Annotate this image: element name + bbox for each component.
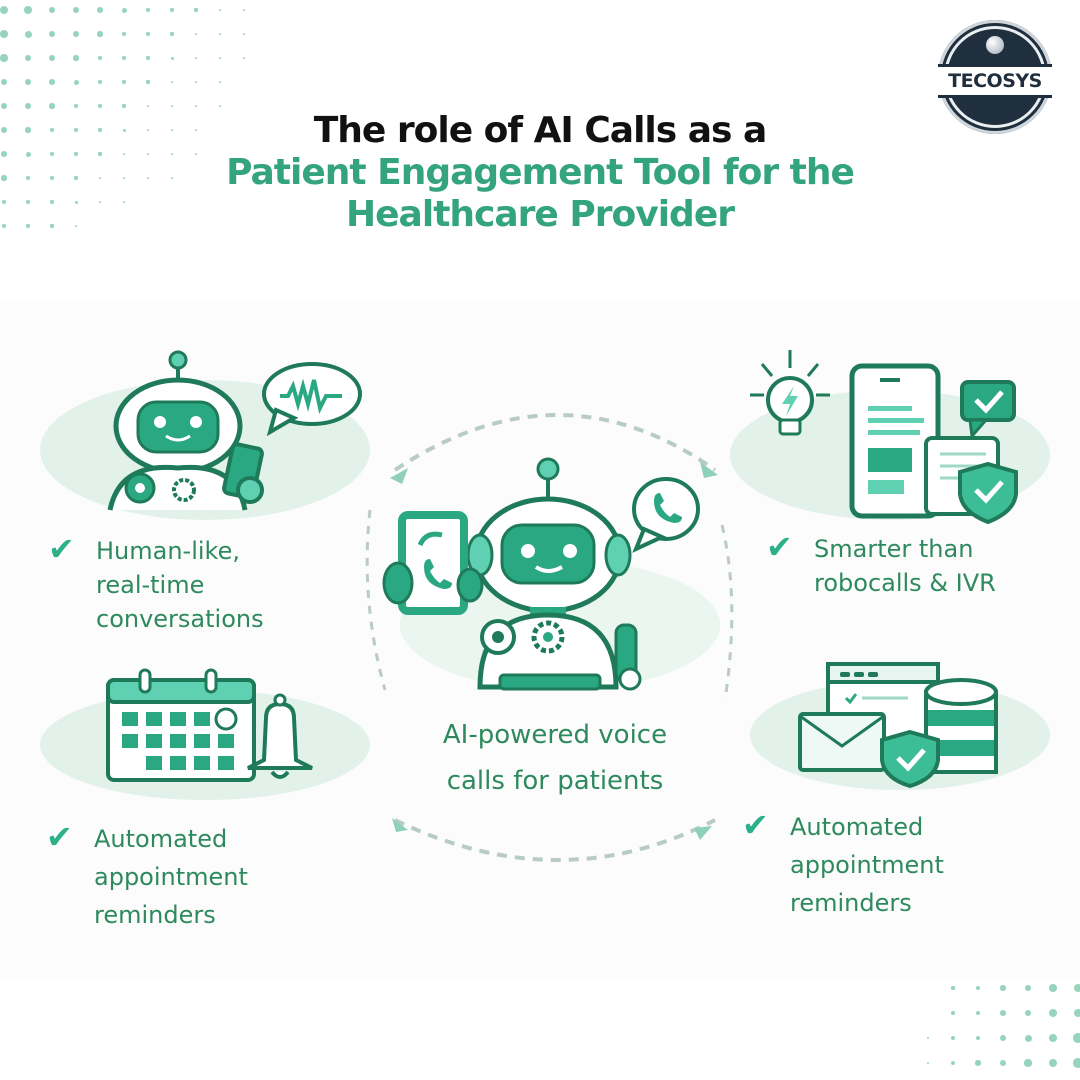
logo-text: TECOSYS — [938, 64, 1052, 98]
center-caption-line-1: AI-powered voice — [442, 720, 668, 750]
feature-line: conversations — [96, 605, 264, 633]
feature-line: appointment — [790, 851, 944, 879]
feature-line: Human-like, — [96, 537, 240, 565]
check-icon: ✔ — [46, 818, 73, 856]
tecosys-logo: TECOSYS — [938, 20, 1052, 134]
feature-line: real-time — [96, 571, 205, 599]
center-caption-line-2: calls for patients — [446, 766, 664, 796]
headline-line-2: Patient Engagement Tool for the — [226, 152, 855, 193]
feature-line: reminders — [790, 889, 912, 917]
feature-line: robocalls & IVR — [814, 569, 996, 597]
feature-line: Automated — [94, 825, 228, 853]
email-database-shield-icon — [798, 662, 998, 789]
feature-human-like: ✔ Human-like, real-time conversations — [48, 530, 264, 636]
feature-appointment-reminders-right: ✔ Automated appointment reminders — [742, 806, 944, 922]
feature-line: Smarter than — [814, 535, 974, 563]
feature-line: reminders — [94, 901, 216, 929]
center-caption: AI-powered voice calls for patients — [390, 712, 720, 804]
feature-appointment-reminders-left: ✔ Automated appointment reminders — [46, 818, 248, 934]
check-icon: ✔ — [742, 806, 769, 844]
feature-smarter-than-robocalls: ✔ Smarter than robocalls & IVR — [766, 528, 996, 600]
feature-line: appointment — [94, 863, 248, 891]
headline-line-3: Healthcare Provider — [346, 194, 735, 235]
headline-line-1: The role of AI Calls as a — [313, 110, 768, 151]
calendar-bell-icon — [106, 668, 313, 782]
robot-with-phone-icon — [382, 457, 700, 691]
globe-icon — [986, 36, 1004, 54]
feature-line: Automated — [790, 813, 924, 841]
check-icon: ✔ — [48, 530, 75, 568]
smartphone-shield-icon — [750, 350, 1018, 525]
check-icon: ✔ — [766, 528, 793, 566]
robot-speech-icon — [107, 350, 362, 511]
